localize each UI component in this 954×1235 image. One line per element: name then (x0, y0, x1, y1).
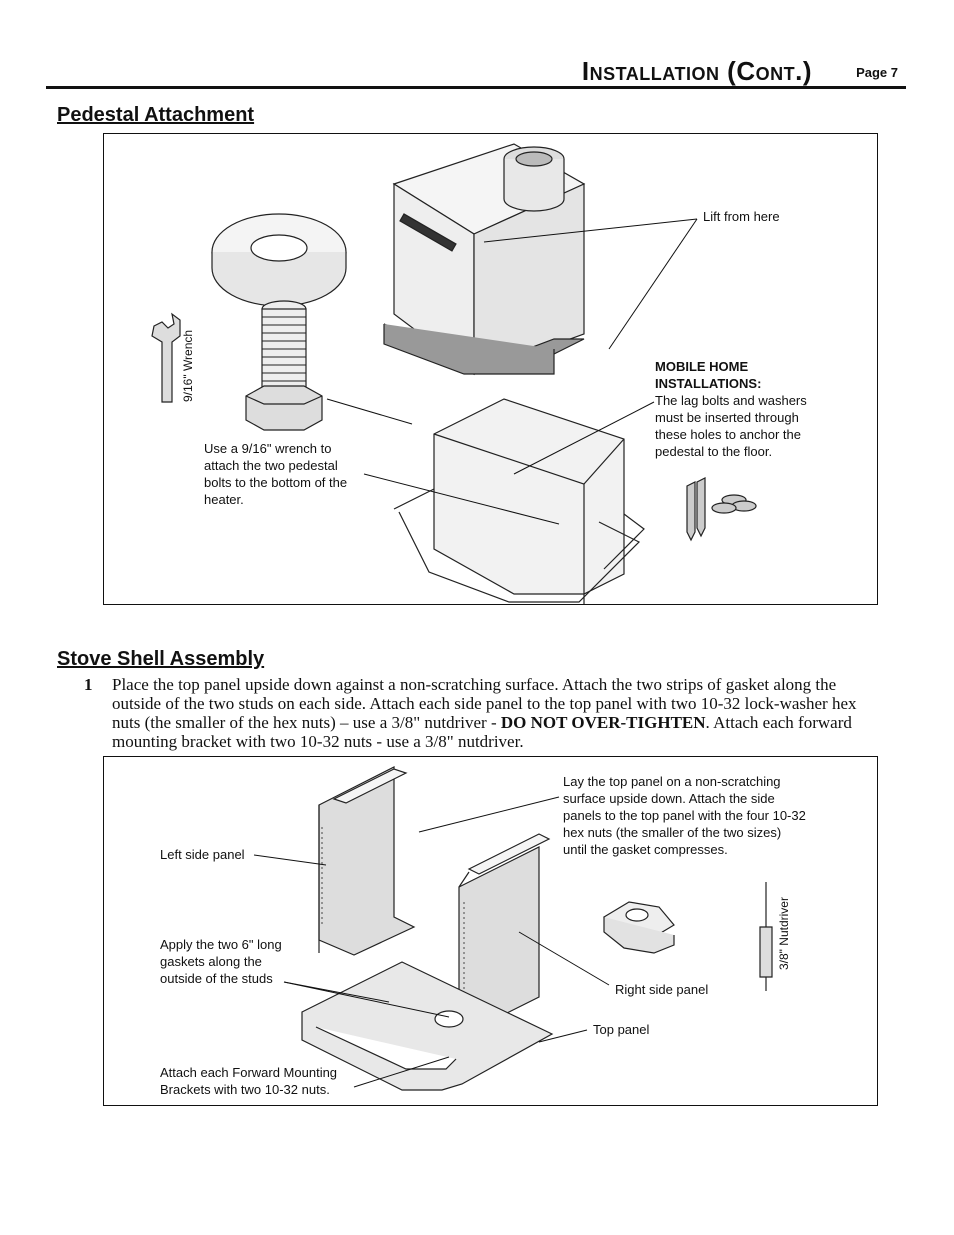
step-text-part: . Attach each forward mounting bracket w… (112, 713, 852, 751)
pedestal-figure: 9/16" Wrench Lift from here Use a 9/16" … (103, 133, 878, 605)
page-number: Page 7 (856, 65, 898, 80)
wrench-instruction-line: attach the two pedestal (204, 458, 338, 473)
mobile-home-title-line: MOBILE HOME (655, 359, 749, 374)
step-number: 1 (84, 675, 93, 694)
step-text-warning: DO NOT OVER-TIGHTEN (500, 713, 706, 732)
gasket-callout-line: outside of the studs (160, 971, 273, 986)
wrench-size-label: 9/16" Wrench (181, 329, 195, 402)
top-instruction-line: hex nuts (the smaller of the two sizes) (563, 825, 782, 840)
pedestal-illustration (151, 143, 757, 604)
step-text: Place the top panel upside down against … (112, 675, 872, 751)
wrench-instruction-line: heater. (204, 492, 244, 507)
bracket-callout: Attach each Forward Mounting Brackets wi… (160, 1064, 337, 1098)
page-header: Installation (Cont.) Page 7 (46, 52, 906, 89)
bracket-callout-line: Brackets with two 10-32 nuts. (160, 1082, 330, 1097)
top-instruction-line: surface upside down. Attach the side (563, 791, 775, 806)
gasket-callout-line: Apply the two 6" long (160, 937, 282, 952)
step-text-part: Place the top panel upside down against … (112, 675, 857, 732)
right-side-panel-label: Right side panel (615, 982, 709, 997)
section-title-stove-shell: Stove Shell Assembly (57, 648, 265, 670)
top-instruction-line: until the gasket compresses. (563, 842, 728, 857)
mobile-home-body-line: must be inserted through (655, 410, 799, 425)
top-instruction-line: panels to the top panel with the four 10… (563, 808, 806, 823)
mobile-home-body-line: pedestal to the floor. (655, 444, 773, 459)
nutdriver-label: 3/8" Nutdriver (777, 897, 791, 970)
left-side-panel-label: Left side panel (160, 847, 245, 862)
stove-shell-figure: Left side panel Apply the two 6" long ga… (103, 756, 878, 1106)
wrench-instruction-callout: Use a 9/16" wrench to attach the two ped… (204, 440, 347, 508)
mobile-home-body-line: these holes to anchor the (655, 427, 801, 442)
wrench-instruction-line: bolts to the bottom of the (204, 475, 348, 490)
top-panel-label: Top panel (593, 1022, 650, 1037)
lift-from-here-callout: Lift from here (703, 209, 780, 224)
mobile-home-callout: MOBILE HOME INSTALLATIONS: The lag bolts… (655, 358, 807, 460)
stove-shell-illustration (253, 766, 773, 1091)
mobile-home-title-line: INSTALLATIONS: (655, 376, 762, 391)
section-title-pedestal: Pedestal Attachment (57, 104, 255, 126)
page-title: Installation (Cont.) (581, 56, 812, 86)
mobile-home-body-line: The lag bolts and washers (655, 393, 807, 408)
gasket-callout-line: gaskets along the (160, 954, 262, 969)
wrench-instruction-line: Use a 9/16" wrench to (204, 441, 332, 456)
gasket-callout: Apply the two 6" long gaskets along the … (160, 936, 282, 987)
bracket-callout-line: Attach each Forward Mounting (160, 1065, 338, 1080)
top-panel-instruction: Lay the top panel on a non-scratching su… (563, 773, 806, 858)
top-instruction-line: Lay the top panel on a non-scratching (563, 774, 781, 789)
